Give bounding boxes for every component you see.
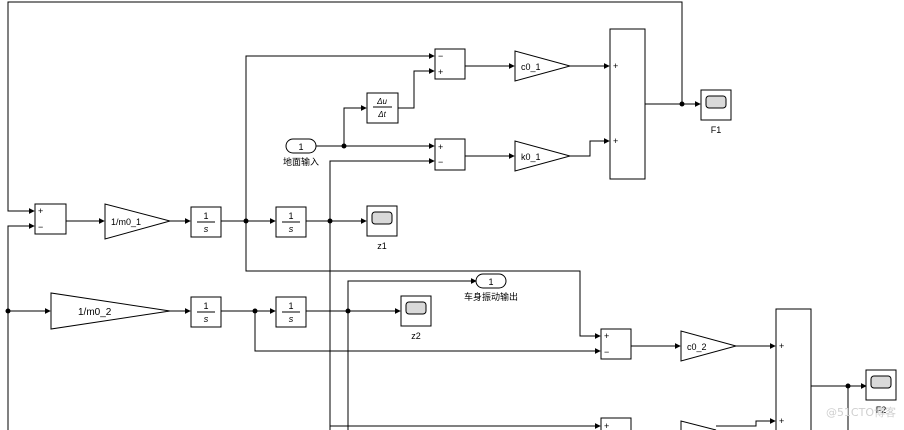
gain-block-c0-1[interactable]: c0_1 bbox=[514, 50, 572, 82]
sum-sign-minus: − bbox=[604, 347, 609, 357]
gain-block-k0-1[interactable]: k0_1 bbox=[514, 140, 572, 172]
junction-dot bbox=[327, 218, 333, 224]
port-label: 车身振动输出 bbox=[464, 291, 518, 303]
sum-sign-plus: + bbox=[604, 331, 609, 341]
integrator-den: s bbox=[289, 314, 294, 324]
force-sum-block-1[interactable]: + + bbox=[609, 28, 646, 180]
integrator-num: 1 bbox=[288, 211, 293, 221]
scope-z2[interactable]: z2 bbox=[400, 295, 432, 341]
sum-sign-minus: − bbox=[438, 51, 443, 61]
sum-sign-plus: + bbox=[438, 67, 443, 77]
derivative-block[interactable]: Δu Δt bbox=[366, 92, 399, 124]
integrator-den: s bbox=[289, 224, 294, 234]
sum-block-c0-2[interactable]: + − bbox=[600, 328, 632, 360]
port-label: 地面输入 bbox=[283, 156, 319, 168]
integrator-num: 1 bbox=[288, 301, 293, 311]
sum-sign-plus: + bbox=[779, 341, 784, 351]
wire-velocity-down bbox=[245, 221, 601, 339]
scope-label: F2 bbox=[876, 405, 887, 415]
junction-dots bbox=[5, 101, 851, 389]
gain-label: 1/m0_1 bbox=[111, 217, 141, 227]
junction-dot bbox=[345, 308, 351, 314]
sum-sign-plus: + bbox=[604, 421, 609, 430]
sum-block-k0-2[interactable]: + bbox=[600, 417, 632, 430]
junction-dot bbox=[243, 218, 249, 224]
scope-z1[interactable]: z1 bbox=[366, 205, 398, 251]
sum-sign-plus: + bbox=[779, 416, 784, 426]
gain-block-k0-2[interactable] bbox=[680, 420, 717, 430]
sum-block-c0[interactable]: − + bbox=[434, 48, 466, 80]
sum-block-1[interactable]: + − bbox=[34, 203, 67, 235]
junction-dot bbox=[341, 143, 347, 149]
sum-sign-plus: + bbox=[613, 136, 618, 146]
integrator-num: 1 bbox=[203, 211, 208, 221]
integrator-num: 1 bbox=[203, 301, 208, 311]
sum-sign-minus: − bbox=[38, 222, 43, 232]
wire-ground-derivative bbox=[343, 105, 367, 146]
inport-ground-input[interactable]: 1 地面输入 bbox=[283, 138, 319, 168]
sum-sign-minus: − bbox=[438, 157, 443, 167]
gain-label: c0_2 bbox=[687, 342, 707, 352]
sum-sign-plus: + bbox=[38, 206, 43, 216]
gain-label: c0_1 bbox=[521, 62, 541, 72]
wire-disp-sum-k0 bbox=[329, 158, 435, 221]
wire-body-output bbox=[347, 278, 477, 311]
scope-f2[interactable]: F2 bbox=[865, 369, 897, 415]
feedback-line-left-bus bbox=[7, 223, 35, 430]
wire-velocity-up bbox=[245, 53, 435, 221]
integrator-den: s bbox=[204, 224, 209, 234]
port-number: 1 bbox=[488, 277, 493, 287]
integrator-2[interactable]: 1 s bbox=[275, 206, 307, 238]
sum-sign-plus: + bbox=[438, 142, 443, 152]
port-number: 1 bbox=[298, 142, 303, 152]
wire-v2-sum bbox=[254, 311, 601, 354]
sum-block-k0[interactable]: + − bbox=[434, 138, 466, 171]
wire-k02-big2 bbox=[716, 418, 776, 427]
scope-label: F1 bbox=[711, 125, 722, 135]
wire-derivative-sum bbox=[398, 68, 435, 109]
sum-sign-plus: + bbox=[613, 61, 618, 71]
gain-block-inv-m0-1[interactable]: 1/m0_1 bbox=[104, 203, 172, 240]
junction-dot bbox=[679, 101, 685, 107]
junction-dot bbox=[5, 308, 11, 314]
junction-dot bbox=[252, 308, 258, 314]
integrator-1[interactable]: 1 s bbox=[190, 206, 222, 238]
gain-block-c0-2[interactable]: c0_2 bbox=[680, 330, 738, 362]
force-sum-block-2[interactable]: + + bbox=[775, 308, 812, 430]
derivative-num: Δu bbox=[376, 97, 387, 106]
signal-lines bbox=[7, 1, 867, 430]
gain-label: k0_1 bbox=[521, 152, 541, 162]
derivative-den: Δt bbox=[377, 110, 386, 119]
integrator-3[interactable]: 1 s bbox=[190, 296, 222, 328]
gain-block-inv-m0-2[interactable]: 1/m0_2 bbox=[50, 292, 171, 330]
outport-body-output[interactable]: 1 车身振动输出 bbox=[464, 273, 518, 303]
junction-dot bbox=[845, 383, 851, 389]
wire-k01-big1 bbox=[570, 138, 610, 157]
gain-label: 1/m0_2 bbox=[78, 307, 112, 318]
scope-label: z2 bbox=[411, 331, 421, 341]
feedback-line-f1 bbox=[7, 1, 683, 214]
scope-label: z1 bbox=[377, 241, 387, 251]
scope-f1[interactable]: F1 bbox=[700, 89, 732, 135]
integrator-den: s bbox=[204, 314, 209, 324]
watermark: @51CTO博客 bbox=[826, 405, 896, 419]
integrator-4[interactable]: 1 s bbox=[275, 296, 307, 328]
